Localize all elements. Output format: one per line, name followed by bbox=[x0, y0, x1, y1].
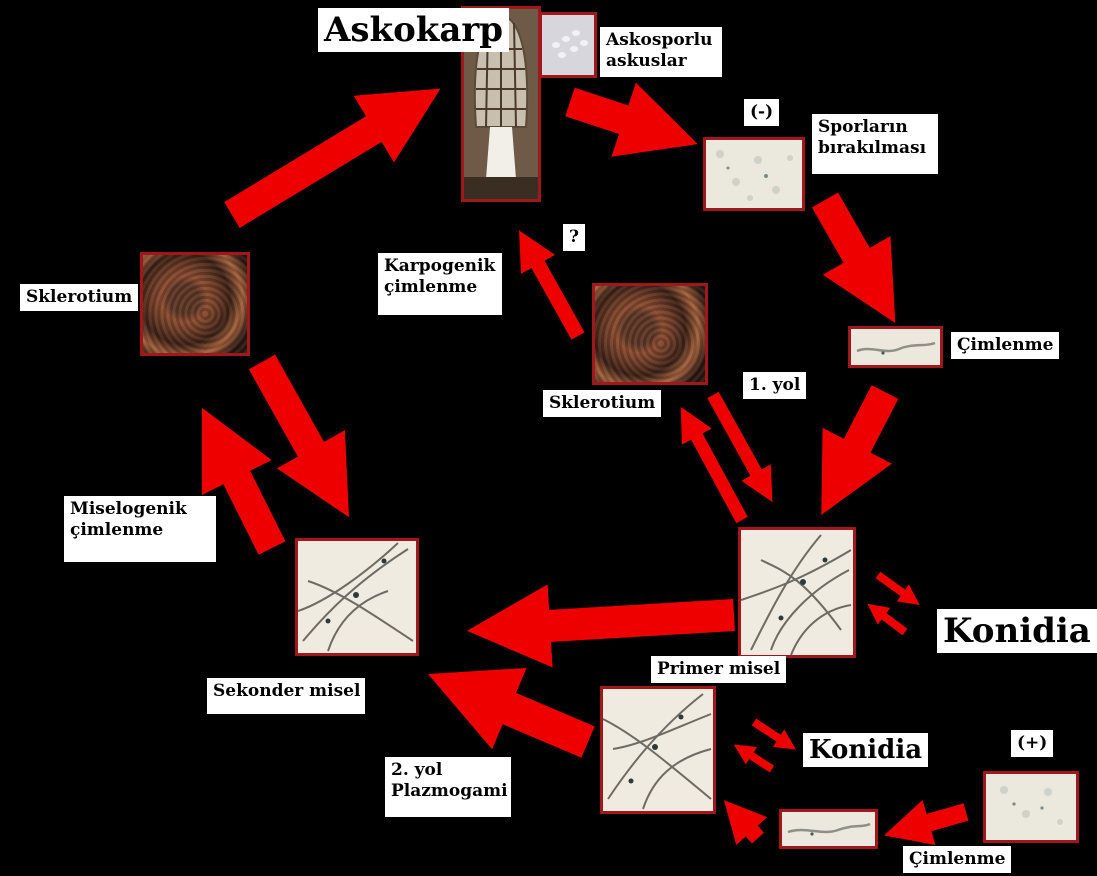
sporlarin-birakilmasi-label: Sporların bırakılması bbox=[812, 114, 938, 174]
arrow-konidia-bottom-in bbox=[744, 751, 772, 769]
konidia-bottom-label: Konidia bbox=[803, 733, 928, 767]
spore-release-icon bbox=[706, 140, 802, 208]
miselogenik-line2: çimlenme bbox=[70, 520, 210, 541]
plus-label: (+) bbox=[1011, 730, 1053, 757]
yol2-plazmogami-label: 2. yol Plazmogami bbox=[385, 757, 511, 817]
askokarp-label: Askokarp bbox=[318, 8, 509, 52]
mycelium-icon bbox=[741, 530, 853, 655]
primer-misel-image bbox=[738, 527, 856, 658]
germination-icon bbox=[782, 812, 875, 846]
karpogenik-line2: çimlenme bbox=[384, 277, 496, 298]
arrow-askokarp-to-spores bbox=[570, 102, 655, 130]
primer-misel-label: Primer misel bbox=[651, 656, 786, 683]
arrow-plazmogami bbox=[475, 694, 588, 742]
yol2-line1: 2. yol bbox=[391, 760, 505, 781]
arrow-spores-to-cimlenme bbox=[825, 200, 873, 284]
sklerotium-left-label: Sklerotium bbox=[20, 284, 138, 311]
sekonder-misel-label: Sekonder misel bbox=[207, 678, 365, 714]
arrow-konidia-right-in bbox=[877, 611, 905, 632]
spore-release-icon bbox=[986, 774, 1076, 840]
arrow-miselogenik bbox=[222, 448, 272, 548]
question-label: ? bbox=[563, 224, 585, 251]
karpogenik-cimlenme-label: Karpogenik çimlenme bbox=[378, 253, 502, 315]
arrow-konidia-right-out bbox=[878, 575, 910, 598]
askosporlu-askuslar-image bbox=[539, 12, 597, 78]
arrow-primer-to-sekonder bbox=[515, 615, 734, 628]
miselogenik-line1: Miselogenik bbox=[70, 499, 210, 520]
arrow-konidia-bottom-out bbox=[754, 722, 786, 743]
sklerotium-center-image bbox=[592, 283, 708, 385]
askosporlu-line1: Askosporlu bbox=[606, 30, 716, 51]
plazmogami-mycelium-image bbox=[600, 686, 716, 814]
cimlenme-bottom-label: Çimlenme bbox=[903, 846, 1011, 873]
arrow-plus-to-cimlenme bbox=[910, 812, 966, 828]
sklerotium-left-image bbox=[140, 252, 250, 356]
plus-spore-image bbox=[983, 771, 1079, 843]
sporlarin-line1: Sporların bbox=[818, 117, 932, 138]
cimlenme-top-image bbox=[848, 326, 943, 368]
arrow-cimlenme-to-primer bbox=[842, 392, 885, 475]
miselogenik-cimlenme-label: Miselogenik çimlenme bbox=[64, 496, 216, 562]
arrow-karpogenik bbox=[530, 250, 578, 336]
sekonder-misel-image bbox=[295, 538, 419, 656]
spore-release-image bbox=[703, 137, 805, 211]
yol1-label: 1. yol bbox=[743, 372, 806, 399]
cimlenme-top-label: Çimlenme bbox=[951, 332, 1059, 359]
askosporlu-line2: askuslar bbox=[606, 51, 716, 72]
arrow-sklerotium-to-askokarp bbox=[232, 112, 402, 215]
arrow-sklerotium-to-sekonder bbox=[262, 362, 327, 478]
ascus-spore-icon bbox=[542, 15, 594, 75]
askosporlu-askuslar-label: Askosporlu askuslar bbox=[600, 27, 722, 77]
yol2-line2: Plazmogami bbox=[391, 781, 505, 802]
arrow-cimlenme-to-mycelium bbox=[740, 818, 758, 838]
mycelium-icon bbox=[603, 689, 713, 811]
minus-label: (-) bbox=[744, 99, 779, 126]
cimlenme-bottom-image bbox=[779, 809, 878, 849]
mycelium-icon bbox=[298, 541, 416, 653]
sklerotium-center-label: Sklerotium bbox=[543, 390, 661, 417]
sporlarin-line2: bırakılması bbox=[818, 138, 932, 159]
konidia-right-label: Konidia bbox=[937, 609, 1097, 653]
germination-icon bbox=[851, 329, 940, 365]
karpogenik-line1: Karpogenik bbox=[384, 256, 496, 277]
